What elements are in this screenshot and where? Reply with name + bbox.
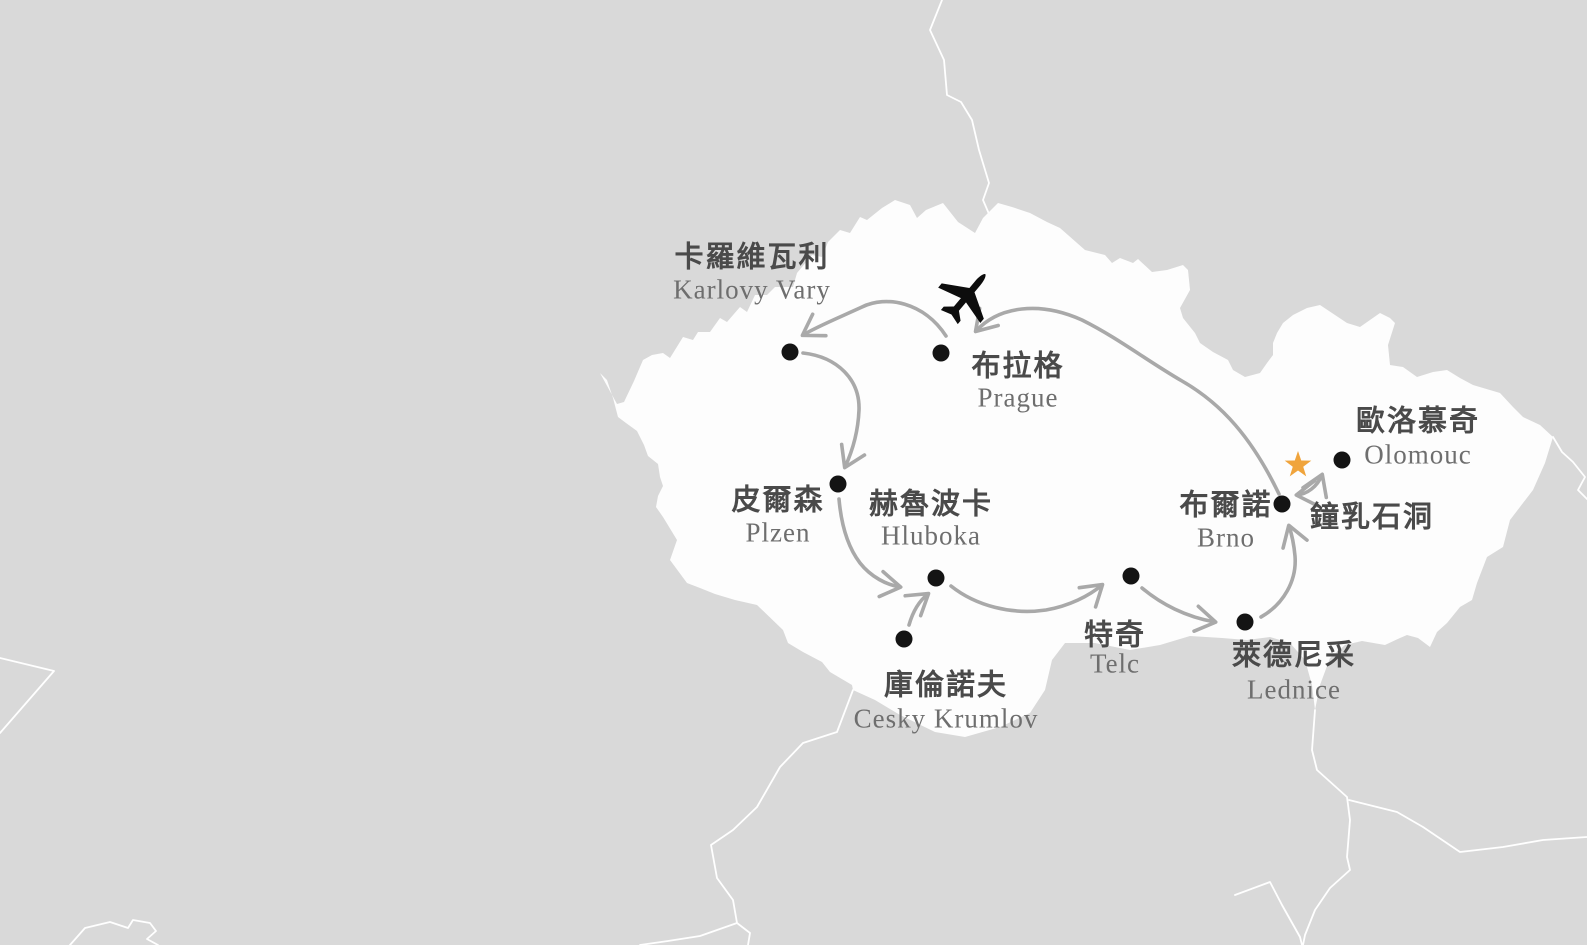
route-arrow-lednice-to-brno: [1259, 523, 1309, 619]
route-arrow-brno-to-prague: [973, 306, 1281, 496]
city-marker-hluboka: [927, 569, 945, 587]
country-group: [600, 200, 1553, 737]
czech-republic-shape: [600, 200, 1553, 737]
route-arrow-hluboka-to-telc: [949, 582, 1105, 614]
routes-group: [800, 299, 1329, 633]
route-arrow-telc-to-lednice: [1140, 586, 1218, 633]
country-border-line-8: [69, 919, 159, 945]
country-border-line-2: [710, 689, 854, 945]
markers-group: [781, 274, 1351, 648]
city-marker-olomouc: [1333, 451, 1351, 469]
city-marker-lednice: [1236, 613, 1254, 631]
city-marker-telc: [1122, 567, 1140, 585]
airplane-icon: [938, 274, 986, 325]
route-arrow-plzen-to-hluboka: [837, 497, 903, 599]
country-border-line-4: [1302, 709, 1351, 945]
city-marker-cesky-krumlov: [895, 630, 913, 648]
route-arrow-brno-to-stalactite-cave: [1294, 472, 1329, 508]
country-border-line-5: [1348, 799, 1587, 853]
star-icon: [1284, 451, 1312, 477]
route-arrow-prague-to-karlovy-vary: [800, 299, 948, 338]
country-border-line-6: [1234, 881, 1303, 945]
city-marker-karlovy-vary: [781, 343, 799, 361]
country-border-line-1: [0, 657, 55, 734]
city-marker-brno: [1273, 495, 1291, 513]
country-border-line-3: [639, 922, 738, 945]
country-border-line-0: [929, 0, 990, 233]
city-marker-prague: [932, 344, 950, 362]
route-arrow-cesky-krumlov-to-hluboka: [903, 591, 931, 627]
country-border-line-7: [1552, 436, 1587, 500]
route-arrow-karlovy-vary-to-plzen: [801, 351, 867, 470]
city-marker-plzen: [829, 475, 847, 493]
